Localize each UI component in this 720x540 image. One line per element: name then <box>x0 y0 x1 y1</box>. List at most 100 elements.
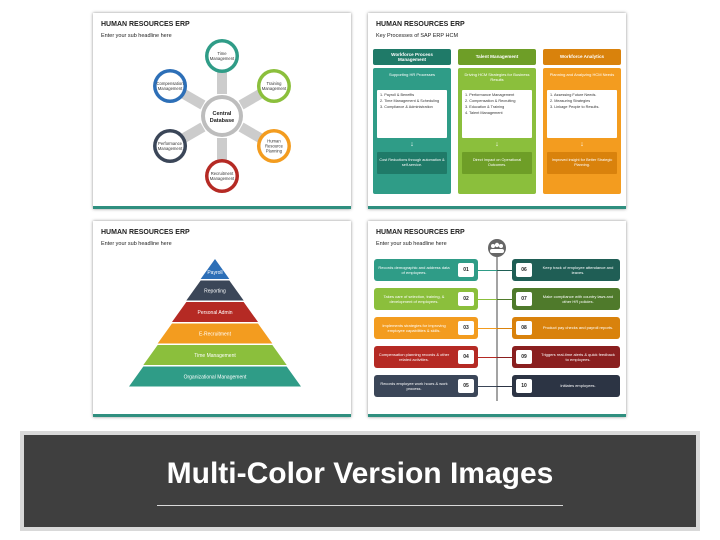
item-text: Compensation planning records & other re… <box>378 351 450 362</box>
item-number: 08 <box>516 321 532 335</box>
column-body: Supporting HR Processes 1. Payroll & Ben… <box>373 68 451 194</box>
pyramid-level <box>129 366 301 387</box>
radial-diagram: TimeManagementTrainingManagementHumanRes… <box>153 39 291 193</box>
item-number: 03 <box>458 321 474 335</box>
pyramid-level <box>200 259 230 279</box>
petal-label: Management <box>210 176 235 181</box>
petal-label: Human <box>267 139 281 144</box>
slide-title: HUMAN RESOURCES ERP <box>101 21 190 28</box>
connector-line <box>497 270 512 272</box>
pyramid-level-label: Personal Admin <box>197 310 232 316</box>
column-outcome: Improved insight for Better Strategic Pl… <box>547 152 617 174</box>
pyramid-level <box>143 345 287 365</box>
banner-underline <box>157 505 563 506</box>
petal-label: Compensation <box>157 81 185 86</box>
petal-label: Planning <box>266 149 283 154</box>
down-arrow-icon: ↓ <box>495 141 499 148</box>
connector-line <box>478 328 497 330</box>
down-arrow-icon: ↓ <box>580 141 584 148</box>
slide-accent-bar <box>93 414 351 417</box>
slide-subtitle: Enter your sub headline here <box>101 33 172 39</box>
petal-label: Performance <box>158 141 183 146</box>
list-item: 1. Performance Management <box>465 93 515 97</box>
item-text: Product pay checks and payroll reports. <box>542 325 614 331</box>
connector-line <box>497 386 512 388</box>
timeline-item-left: Takes care of selection, training, & dev… <box>374 288 478 310</box>
petal-label: Management <box>158 86 183 91</box>
caption-banner: Multi-Color Version Images <box>20 431 700 531</box>
item-number: 05 <box>458 379 474 393</box>
column-summary: Supporting HR Processes <box>388 72 436 77</box>
timeline-item-left: Records employee work hours & work proce… <box>374 375 478 397</box>
petal-label: Recruitment <box>211 171 234 176</box>
banner-title: Multi-Color Version Images <box>166 457 554 490</box>
column-body: Planning and Analyzing HCM Needs 1. Asse… <box>543 68 621 194</box>
slide-thumbnail-pyramid[interactable]: HUMAN RESOURCES ERP Enter your sub headl… <box>93 221 351 417</box>
list-item: 2. Measuring Strategies <box>550 99 591 104</box>
pyramid-level <box>157 323 273 344</box>
item-text: Triggers real-time alerts & quick feedba… <box>541 351 615 362</box>
column-outcome: Direct Impact on Operational Outcomes. <box>462 152 532 174</box>
column-header: Workforce Analytics <box>543 49 621 65</box>
slide-title: HUMAN RESOURCES ERP <box>101 229 190 236</box>
petal-label: Management <box>262 86 287 91</box>
column-list: 1. Performance Management 2. Compensation… <box>462 90 532 138</box>
slide-thumbnail-radial[interactable]: HUMAN RESOURCES ERP Enter your sub headl… <box>93 13 351 209</box>
item-number: 09 <box>516 350 532 364</box>
connector-line <box>478 270 497 272</box>
connector-line <box>497 328 512 330</box>
item-text: Initiates employees. <box>560 383 596 389</box>
pyramid-level-label: Payroll <box>207 270 222 276</box>
slide-subtitle: Enter your sub headline here <box>101 241 172 247</box>
item-text: Keep track of employee attendance and le… <box>542 264 614 275</box>
slide-thumbnail-timeline[interactable]: HUMAN RESOURCES ERP Enter your sub headl… <box>368 221 626 417</box>
column-outcome: Cost Reductions through automation & sel… <box>377 152 447 174</box>
item-text: Records demographic and address data of … <box>378 264 450 275</box>
pyramid-level-label: Reporting <box>204 289 226 295</box>
pyramid-level-label: E-Recruitment <box>199 332 232 338</box>
slide-accent-bar <box>368 206 626 209</box>
connector-line <box>478 386 497 388</box>
process-column-2: Talent Management Driving HCM Strategies… <box>458 49 536 194</box>
column-header: Workforce Process Management <box>373 49 451 65</box>
list-item: 3. Education & Training <box>465 105 505 110</box>
list-item: 4. Talent Management <box>465 111 503 116</box>
timeline-item-right: 08 Product pay checks and payroll reports… <box>512 317 620 339</box>
slide-title: HUMAN RESOURCES ERP <box>376 21 465 28</box>
slide-thumbnail-columns[interactable]: HUMAN RESOURCES ERP Key Processes of SAP… <box>368 13 626 209</box>
timeline-item-left: Implements strategies for improving empl… <box>374 317 478 339</box>
item-text: Implements strategies for improving empl… <box>382 322 446 333</box>
process-column-3: Workforce Analytics Planning and Analyzi… <box>543 49 621 194</box>
item-number: 01 <box>458 263 474 277</box>
timeline-spine <box>488 239 506 401</box>
slide-subtitle: Key Processes of SAP ERP HCM <box>376 33 459 39</box>
connector-line <box>478 357 497 359</box>
slide-title: HUMAN RESOURCES ERP <box>376 229 465 236</box>
item-number: 02 <box>458 292 474 306</box>
item-text: Takes care of selection, training, & dev… <box>383 293 445 304</box>
slide-subtitle: Enter your sub headline here <box>376 241 447 247</box>
item-text: Make compliance with country laws and ot… <box>542 293 614 304</box>
hub-label: Central <box>213 111 232 117</box>
down-arrow-icon: ↓ <box>410 141 414 148</box>
timeline-item-left: Compensation planning records & other re… <box>374 346 478 368</box>
pyramid-level <box>172 302 258 322</box>
connector-line <box>497 299 512 301</box>
connector-line <box>497 357 512 359</box>
petal-label: Time <box>217 51 227 56</box>
pyramid-level <box>186 280 244 301</box>
column-list: 1. Assessing Future Needs.2. Measuring S… <box>547 90 617 138</box>
list-item: 2. Compensation & Recruiting <box>465 99 516 104</box>
column-summary: Driving HCM Strategies for Business Resu… <box>464 72 530 82</box>
